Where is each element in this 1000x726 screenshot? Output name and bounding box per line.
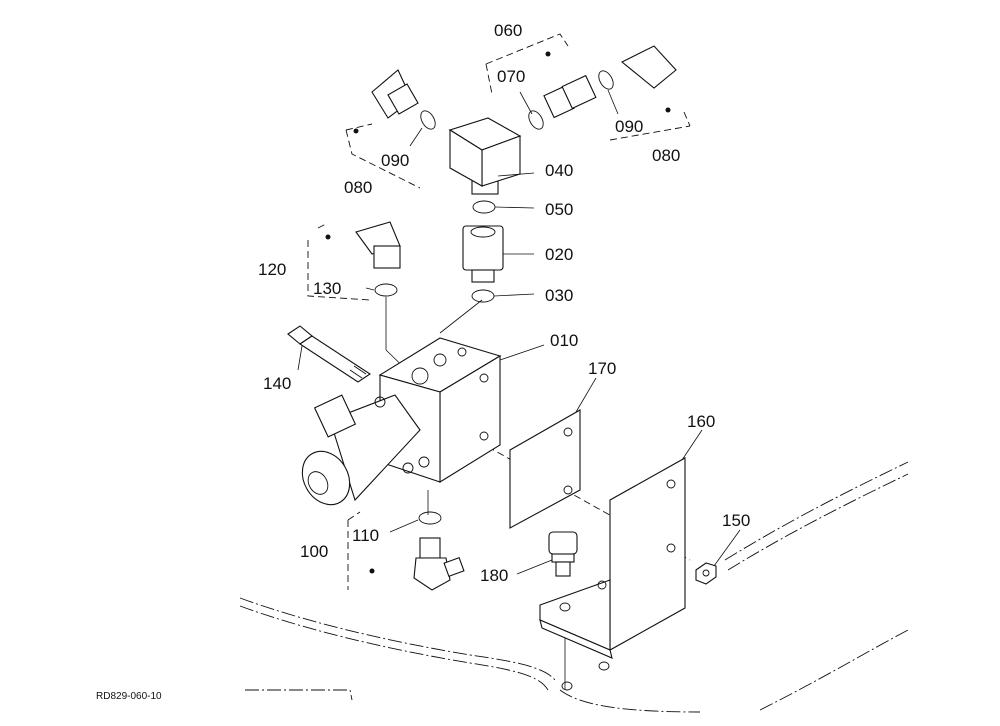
label-130: 130 <box>313 279 341 298</box>
bolt-140 <box>287 325 371 383</box>
bracket-160 <box>539 457 686 691</box>
group-brackets <box>307 33 691 590</box>
callout-labels: 060 070 090 080 090 080 040 050 020 030 … <box>96 21 750 702</box>
label-150: 150 <box>722 511 750 530</box>
label-140: 140 <box>263 374 291 393</box>
solenoid-motor <box>301 394 421 506</box>
phantom-outline <box>239 461 909 713</box>
group-dots <box>325 51 671 574</box>
label-090-left: 090 <box>381 151 409 170</box>
label-080-left: 080 <box>344 178 372 197</box>
elbow-fitting-120 <box>355 221 401 297</box>
callout-leaders <box>297 89 741 575</box>
label-080-right: 080 <box>652 146 680 165</box>
label-040: 040 <box>545 161 573 180</box>
fitting-180 <box>548 531 578 577</box>
label-110: 110 <box>352 526 379 545</box>
label-120: 120 <box>258 260 286 279</box>
label-100: 100 <box>300 542 328 561</box>
label-030: 030 <box>545 286 573 305</box>
label-070: 070 <box>497 67 525 86</box>
label-050: 050 <box>545 200 573 219</box>
elbow-fitting-080-right <box>528 45 677 130</box>
label-060: 060 <box>494 21 522 40</box>
label-010: 010 <box>550 331 578 350</box>
tee-block <box>448 117 522 187</box>
diagram-code: RD829-060-10 <box>96 691 162 702</box>
elbow-fitting-100 <box>413 511 465 591</box>
valve-block-010 <box>378 337 502 483</box>
label-170: 170 <box>588 359 616 378</box>
elbow-fitting-080-left <box>371 69 436 130</box>
label-090-right: 090 <box>615 117 643 136</box>
label-180: 180 <box>480 566 508 585</box>
fitting-stack <box>462 175 504 303</box>
nut-150 <box>695 562 717 585</box>
label-160: 160 <box>687 412 715 431</box>
plate-170 <box>509 409 581 529</box>
label-020: 020 <box>545 245 573 264</box>
